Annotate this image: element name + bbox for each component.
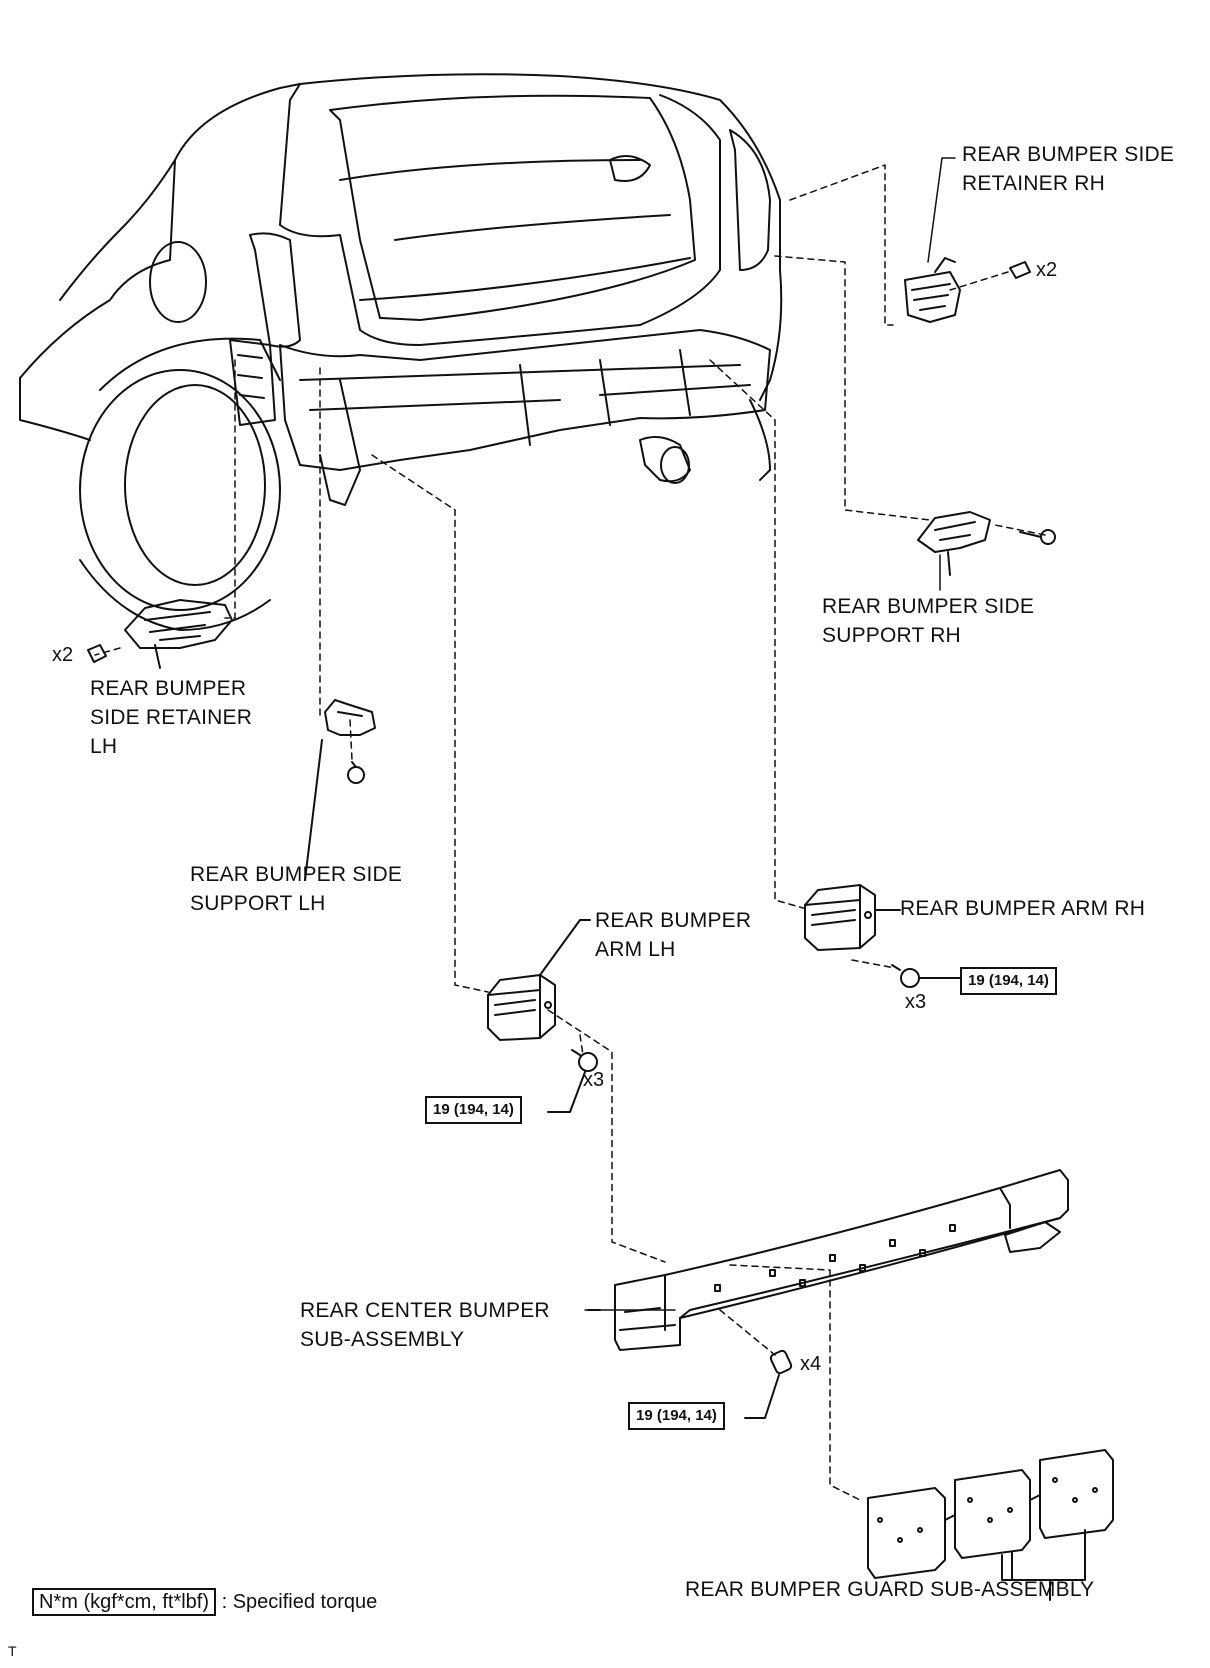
label-center-bumper: REAR CENTER BUMPER SUB-ASSEMBLY	[300, 1299, 550, 1351]
retainer-rh-clip	[1009, 261, 1031, 279]
torque-legend: N*m (kgf*cm, ft*lbf) : Specified torque	[32, 1588, 377, 1616]
label-arm-lh: REAR BUMPER ARM LH	[595, 909, 752, 961]
qty-arm-rh: x3	[905, 991, 927, 1013]
torque-center-bumper: 19 (194, 14)	[628, 1402, 725, 1430]
support-rh-bolt	[1019, 529, 1056, 545]
arm-rh-bolt	[891, 964, 961, 988]
arm-lh-bolt	[547, 1049, 598, 1113]
qty-retainer-lh: x2	[52, 644, 74, 666]
side-retainer-lh-part	[124, 599, 233, 669]
qty-retainer-rh: x2	[1036, 259, 1058, 281]
retainer-lh-clip	[87, 644, 107, 663]
legend-description: : Specified torque	[221, 1591, 378, 1613]
label-support-lh: REAR BUMPER SIDE SUPPORT LH	[190, 863, 403, 915]
alignment-lines	[94, 164, 1046, 1501]
center-bumper-beam	[587, 1169, 1069, 1351]
label-retainer-lh: REAR BUMPER SIDE RETAINER LH	[90, 677, 253, 758]
leader-lines	[584, 157, 956, 1311]
torque-arm-rh: 19 (194, 14)	[960, 967, 1057, 995]
bumper-arm-lh-part	[487, 919, 591, 1041]
bumper-guard-part	[867, 1449, 1114, 1601]
corner-mark: T	[8, 1643, 17, 1659]
label-retainer-rh: REAR BUMPER SIDE RETAINER RH	[962, 143, 1175, 195]
legend-unit-box: N*m (kgf*cm, ft*lbf)	[32, 1588, 217, 1616]
torque-arm-lh: 19 (194, 14)	[425, 1096, 522, 1124]
side-support-rh-part	[917, 511, 991, 576]
qty-center-bumper: x4	[800, 1353, 822, 1375]
vehicle-rear-body	[19, 73, 783, 631]
qty-arm-lh: x3	[583, 1069, 605, 1091]
label-arm-rh: REAR BUMPER ARM RH	[900, 897, 1146, 920]
label-support-rh: REAR BUMPER SIDE SUPPORT RH	[822, 595, 1035, 647]
center-bumper-bolt	[744, 1349, 793, 1419]
label-guard: REAR BUMPER GUARD SUB-ASSEMBLY	[685, 1578, 1095, 1601]
side-retainer-rh-part	[904, 257, 961, 323]
side-support-lh-part	[304, 699, 376, 881]
bumper-arm-rh-part	[804, 884, 901, 951]
support-lh-bolt	[347, 761, 365, 784]
